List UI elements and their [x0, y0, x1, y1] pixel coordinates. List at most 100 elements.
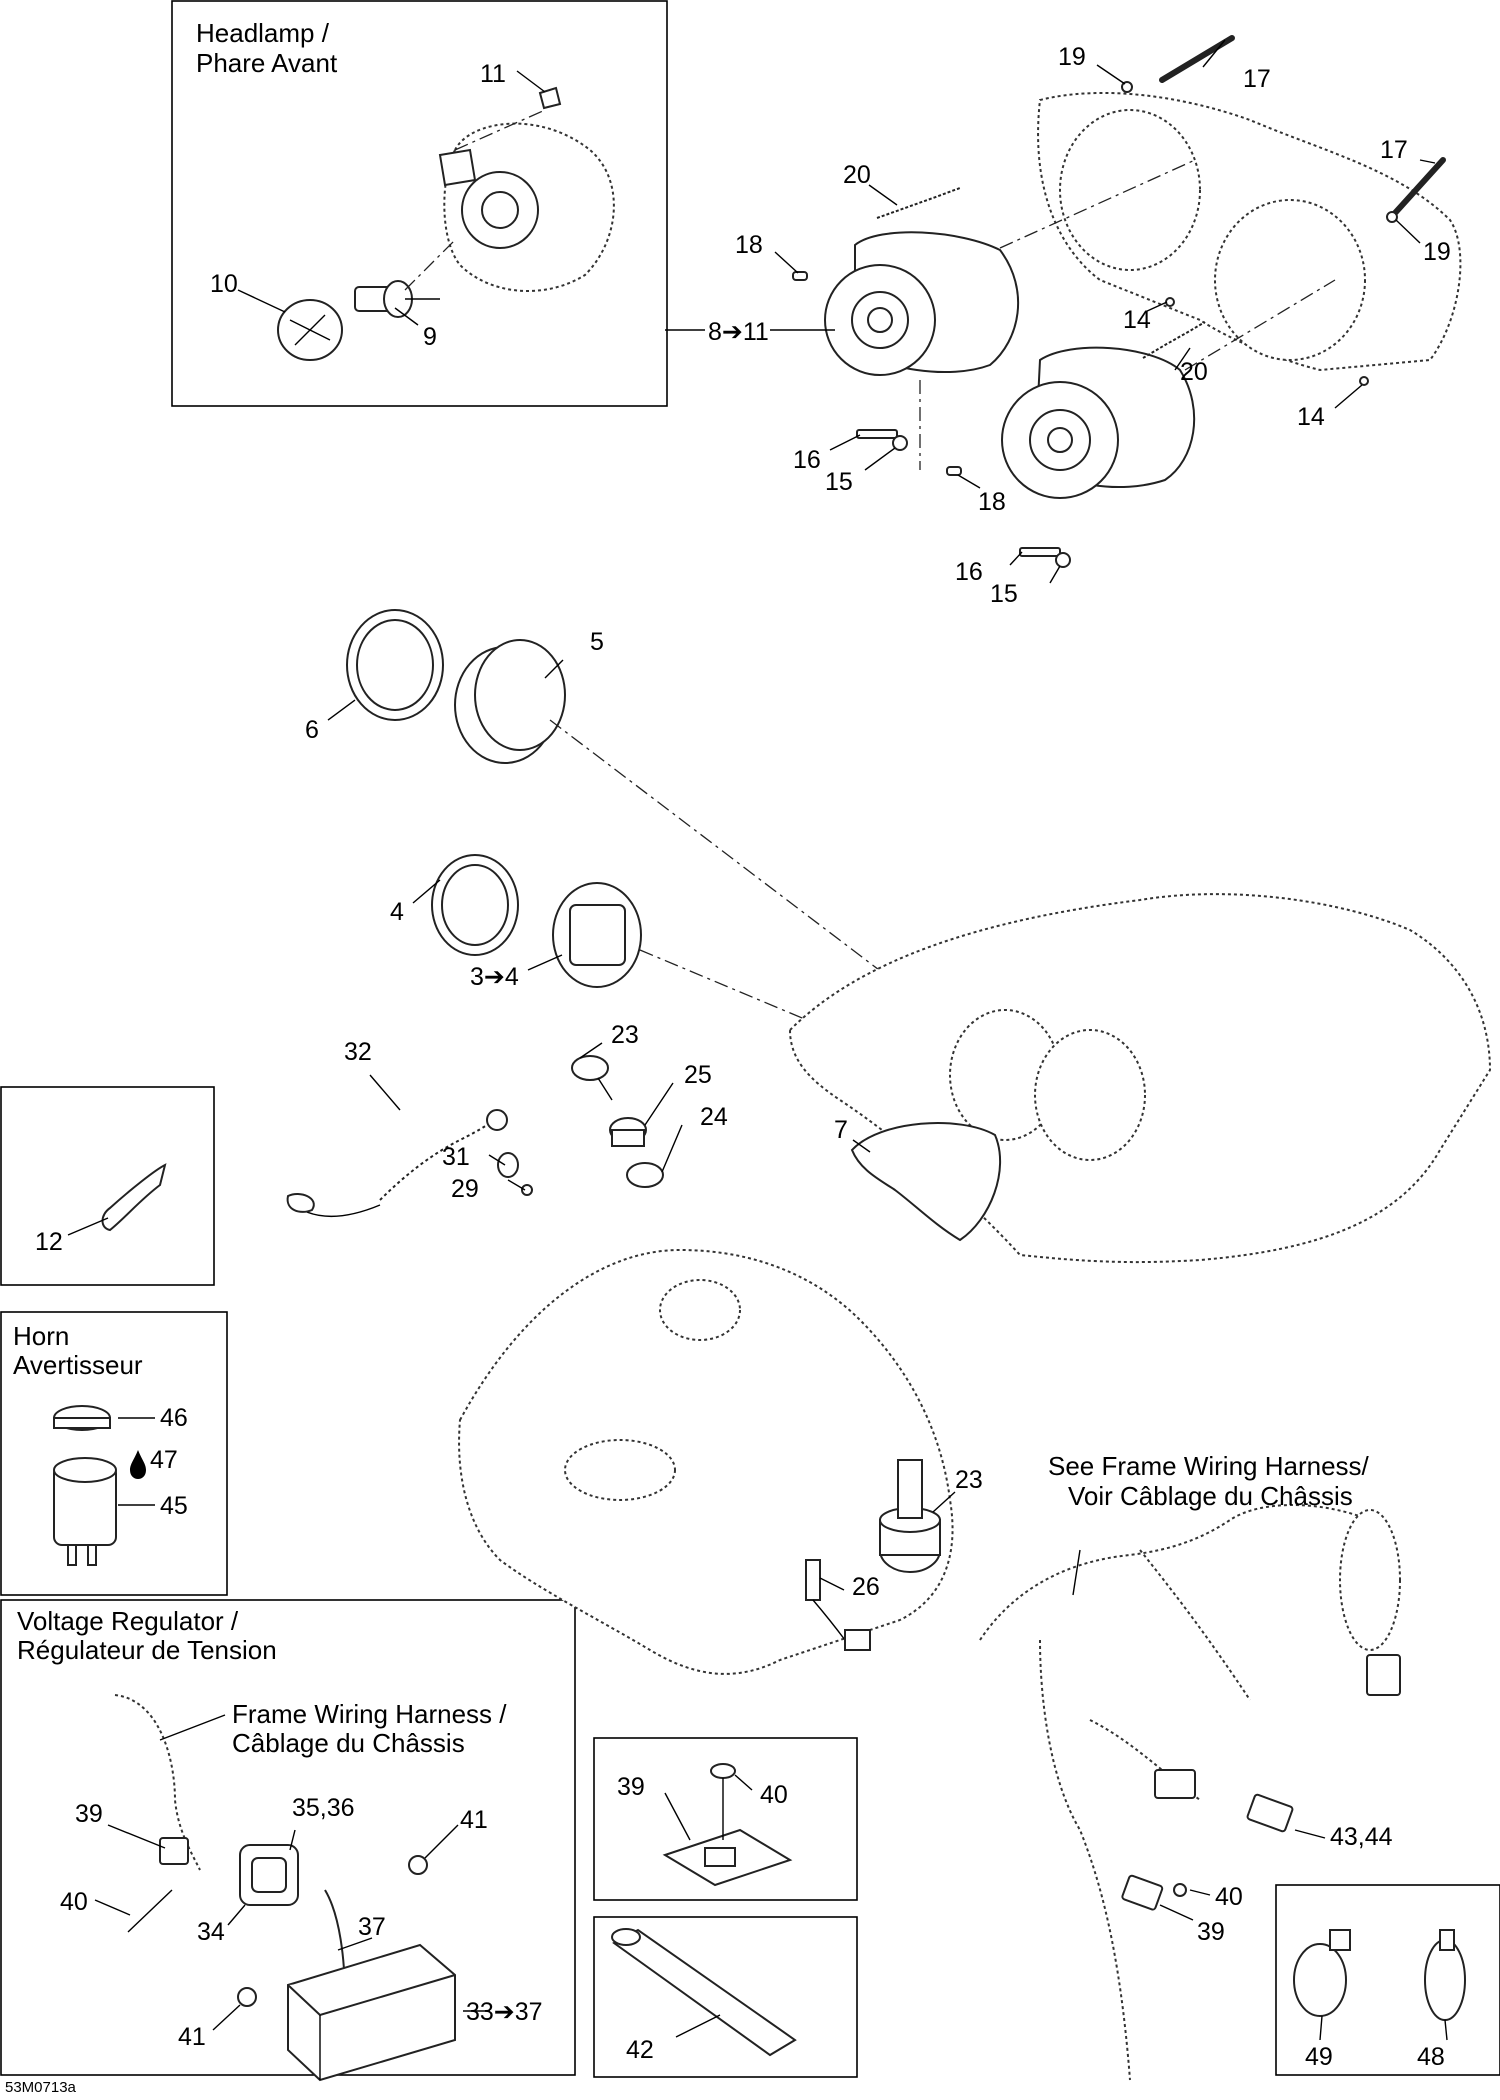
clamp-12-icon	[101, 1163, 167, 1232]
callout-20-mid: 20	[1180, 358, 1208, 386]
screw-40-h-icon	[1173, 1883, 1187, 1897]
callout-labels: 11 10 9 8➔11 19 17 20 17 18 19 14 20 14 …	[35, 43, 1451, 2071]
horn-title-line2: Avertisseur	[13, 1350, 143, 1380]
nut-14-right-icon	[1359, 376, 1369, 386]
callout-32: 32	[344, 1038, 372, 1066]
frame-wiring-harness	[979, 1504, 1401, 2081]
washer-19-right-icon	[1386, 211, 1398, 223]
pin-18-b-icon	[946, 466, 962, 476]
connector-11-icon	[538, 86, 562, 110]
key-23-icon	[571, 1055, 613, 1101]
callout-14-mid: 14	[1123, 306, 1151, 334]
callout-39-box: 39	[617, 1773, 645, 1801]
callout-6: 6	[305, 716, 319, 744]
part-39-box-icon	[662, 1828, 793, 1887]
callout-11-headlamp: 11	[480, 60, 506, 88]
horn-frame	[0, 1311, 228, 1596]
grommet-24-icon	[626, 1162, 664, 1188]
clamp-12-frame	[0, 1086, 215, 1286]
callout-18-top: 18	[735, 231, 763, 259]
horn-title-line1: Horn	[13, 1321, 69, 1351]
callout-19-top: 19	[1058, 43, 1086, 71]
callout-35-36: 35,36	[292, 1794, 355, 1822]
callout-46: 46	[160, 1404, 188, 1432]
callout-23-key: 23	[611, 1021, 639, 1049]
callout-4: 4	[390, 898, 404, 926]
spring-20-mid-icon	[1142, 321, 1206, 359]
nut-14-mid-icon	[1165, 297, 1175, 307]
callout-5: 5	[590, 628, 604, 656]
bezel-6-icon	[346, 609, 444, 721]
grommet-25-icon	[609, 1117, 647, 1147]
part-40-box-icon	[710, 1763, 736, 1840]
callout-23-switch: 23	[955, 1466, 983, 1494]
callout-10: 10	[210, 270, 238, 298]
vr-title-line2: Régulateur de Tension	[17, 1635, 277, 1665]
leader-lines	[67, 39, 1448, 2041]
harness-note-line1: See Frame Wiring Harness/	[1048, 1451, 1370, 1481]
vr-title-line1: Voltage Regulator /	[17, 1606, 239, 1636]
callout-45: 45	[160, 1492, 188, 1520]
callout-7: 7	[834, 1116, 848, 1144]
callout-48: 48	[1417, 2043, 1445, 2071]
callout-40-harness: 40	[1215, 1883, 1243, 1911]
headlamp-unit-right	[1001, 346, 1196, 499]
callout-19-right: 19	[1423, 238, 1451, 266]
callout-31: 31	[442, 1143, 470, 1171]
callout-15-b: 15	[990, 580, 1018, 608]
vr-harness-note-line1: Frame Wiring Harness /	[232, 1699, 507, 1729]
display-3-icon	[552, 882, 642, 988]
callout-43-44: 43,44	[1330, 1823, 1393, 1851]
voltage-regulator-33-icon	[287, 1943, 456, 2082]
callout-8-11: 8➔11	[708, 318, 769, 346]
callout-25: 25	[684, 1061, 712, 1089]
headlamp-title-line1: Headlamp /	[196, 18, 330, 48]
callout-9: 9	[423, 323, 437, 351]
screw-15-16-b-icon	[1019, 547, 1071, 568]
horn-45-icon	[53, 1457, 117, 1566]
pin-18-top-icon	[792, 271, 808, 281]
callout-37: 37	[358, 1913, 386, 1941]
headlamp-title-line2: Phare Avant	[196, 48, 338, 78]
callout-16-b: 16	[955, 558, 983, 586]
figure-code: 53M0713a	[5, 2079, 77, 2096]
callout-12: 12	[35, 1228, 63, 1256]
callout-39-vr: 39	[75, 1800, 103, 1828]
callout-14-right: 14	[1297, 403, 1325, 431]
bezel-4-icon	[431, 854, 519, 956]
callout-15-a: 15	[825, 468, 853, 496]
callout-39-harness: 39	[1197, 1918, 1225, 1946]
callout-40-box: 40	[760, 1781, 788, 1809]
retainer-10-icon	[277, 299, 343, 361]
tie-48-icon	[1424, 1929, 1466, 2021]
callout-3-4: 3➔4	[470, 963, 519, 991]
part-39-40-frame	[593, 1737, 858, 1901]
voltage-regulator-frame	[0, 1599, 576, 2076]
part-42-frame	[593, 1916, 858, 2078]
vr-bolt-41-top-icon	[408, 1855, 428, 1875]
vr-connector-39-icon	[159, 1837, 189, 1865]
callout-41-top: 41	[460, 1806, 488, 1834]
callout-47: 47	[150, 1446, 178, 1474]
callout-29: 29	[451, 1175, 479, 1203]
headlamp-frame	[171, 0, 668, 407]
callout-34: 34	[197, 1918, 225, 1946]
tie-49-icon	[1293, 1929, 1351, 2017]
callout-16-a: 16	[793, 446, 821, 474]
tether-cord-32-icon	[286, 1109, 508, 1218]
callout-18-b: 18	[978, 488, 1006, 516]
callout-33-37: 33➔37	[466, 1998, 543, 2026]
drop-icon	[130, 1450, 146, 1479]
sleeve-42-icon	[611, 1928, 797, 2057]
nut-29-icon	[521, 1184, 533, 1196]
callout-24: 24	[700, 1103, 728, 1131]
lower-console-housing	[458, 1248, 954, 1675]
callout-17-top: 17	[1243, 65, 1271, 93]
vr-harness-note-leader	[159, 1714, 226, 1741]
bolt-17-right-icon	[1392, 157, 1446, 216]
cap-31-icon	[497, 1152, 519, 1178]
shield-7-icon	[850, 1122, 1002, 1242]
ignition-switch-23-icon	[879, 1459, 941, 1573]
headlamp-unit-left	[824, 231, 1020, 376]
